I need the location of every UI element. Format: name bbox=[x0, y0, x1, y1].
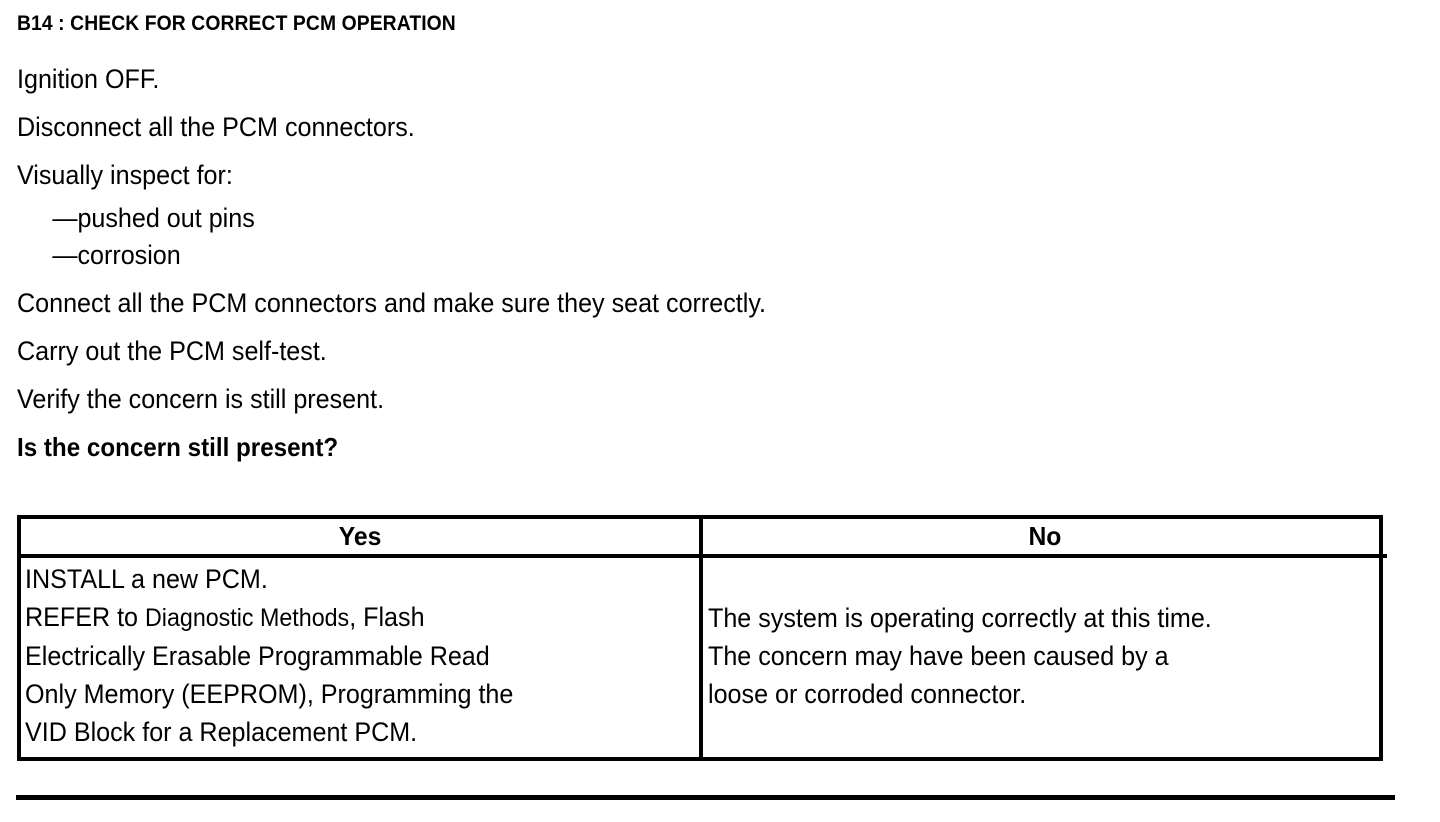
section-divider-rule bbox=[16, 795, 1395, 800]
page-title: B14 : CHECK FOR CORRECT PCM OPERATION bbox=[17, 12, 456, 35]
decision-question: Is the concern still present? bbox=[17, 432, 339, 462]
cell-line: The system is operating correctly at thi… bbox=[708, 602, 1212, 633]
table-row: INSTALL a new PCM. REFER to Diagnostic M… bbox=[21, 556, 1387, 757]
cell-line: Electrically Erasable Programmable Read bbox=[25, 641, 490, 671]
procedure-line: Disconnect all the PCM connectors. bbox=[17, 112, 415, 142]
column-header-yes: Yes bbox=[38, 519, 686, 558]
procedure-line: Ignition OFF. bbox=[17, 64, 160, 94]
inspect-item: —corrosion bbox=[52, 240, 181, 270]
cell-line: VID Block for a Replacement PCM. bbox=[25, 717, 418, 747]
procedure-line: Connect all the PCM connectors and make … bbox=[17, 288, 766, 318]
procedure-block: Ignition OFF. Disconnect all the PCM con… bbox=[17, 55, 1417, 471]
cell-no-action: The system is operating correctly at thi… bbox=[701, 556, 1387, 757]
inspect-item: —pushed out pins bbox=[52, 203, 255, 233]
column-header-no: No bbox=[718, 519, 1370, 558]
cell-line: Only Memory (EEPROM), Programming the bbox=[25, 679, 514, 709]
table-header-row: Yes No bbox=[21, 519, 1387, 558]
refer-prefix: REFER to bbox=[25, 602, 145, 632]
reference-link: Diagnostic Methods bbox=[144, 604, 350, 632]
cell-yes-action: INSTALL a new PCM. REFER to Diagnostic M… bbox=[21, 556, 703, 757]
procedure-line: Visually inspect for: bbox=[17, 160, 233, 190]
cell-line-reference: REFER to Diagnostic Methods, Flash bbox=[25, 598, 652, 637]
cell-line: INSTALL a new PCM. bbox=[25, 564, 268, 594]
refer-suffix: , Flash bbox=[349, 602, 425, 632]
cell-line: loose or corroded connector. bbox=[708, 678, 1027, 709]
decision-table: Yes No INSTALL a new PCM. REFER to Diagn… bbox=[17, 515, 1383, 761]
procedure-line: Carry out the PCM self-test. bbox=[17, 336, 327, 366]
cell-line: The concern may have been caused by a bbox=[708, 640, 1169, 671]
procedure-line: Verify the concern is still present. bbox=[17, 384, 385, 414]
